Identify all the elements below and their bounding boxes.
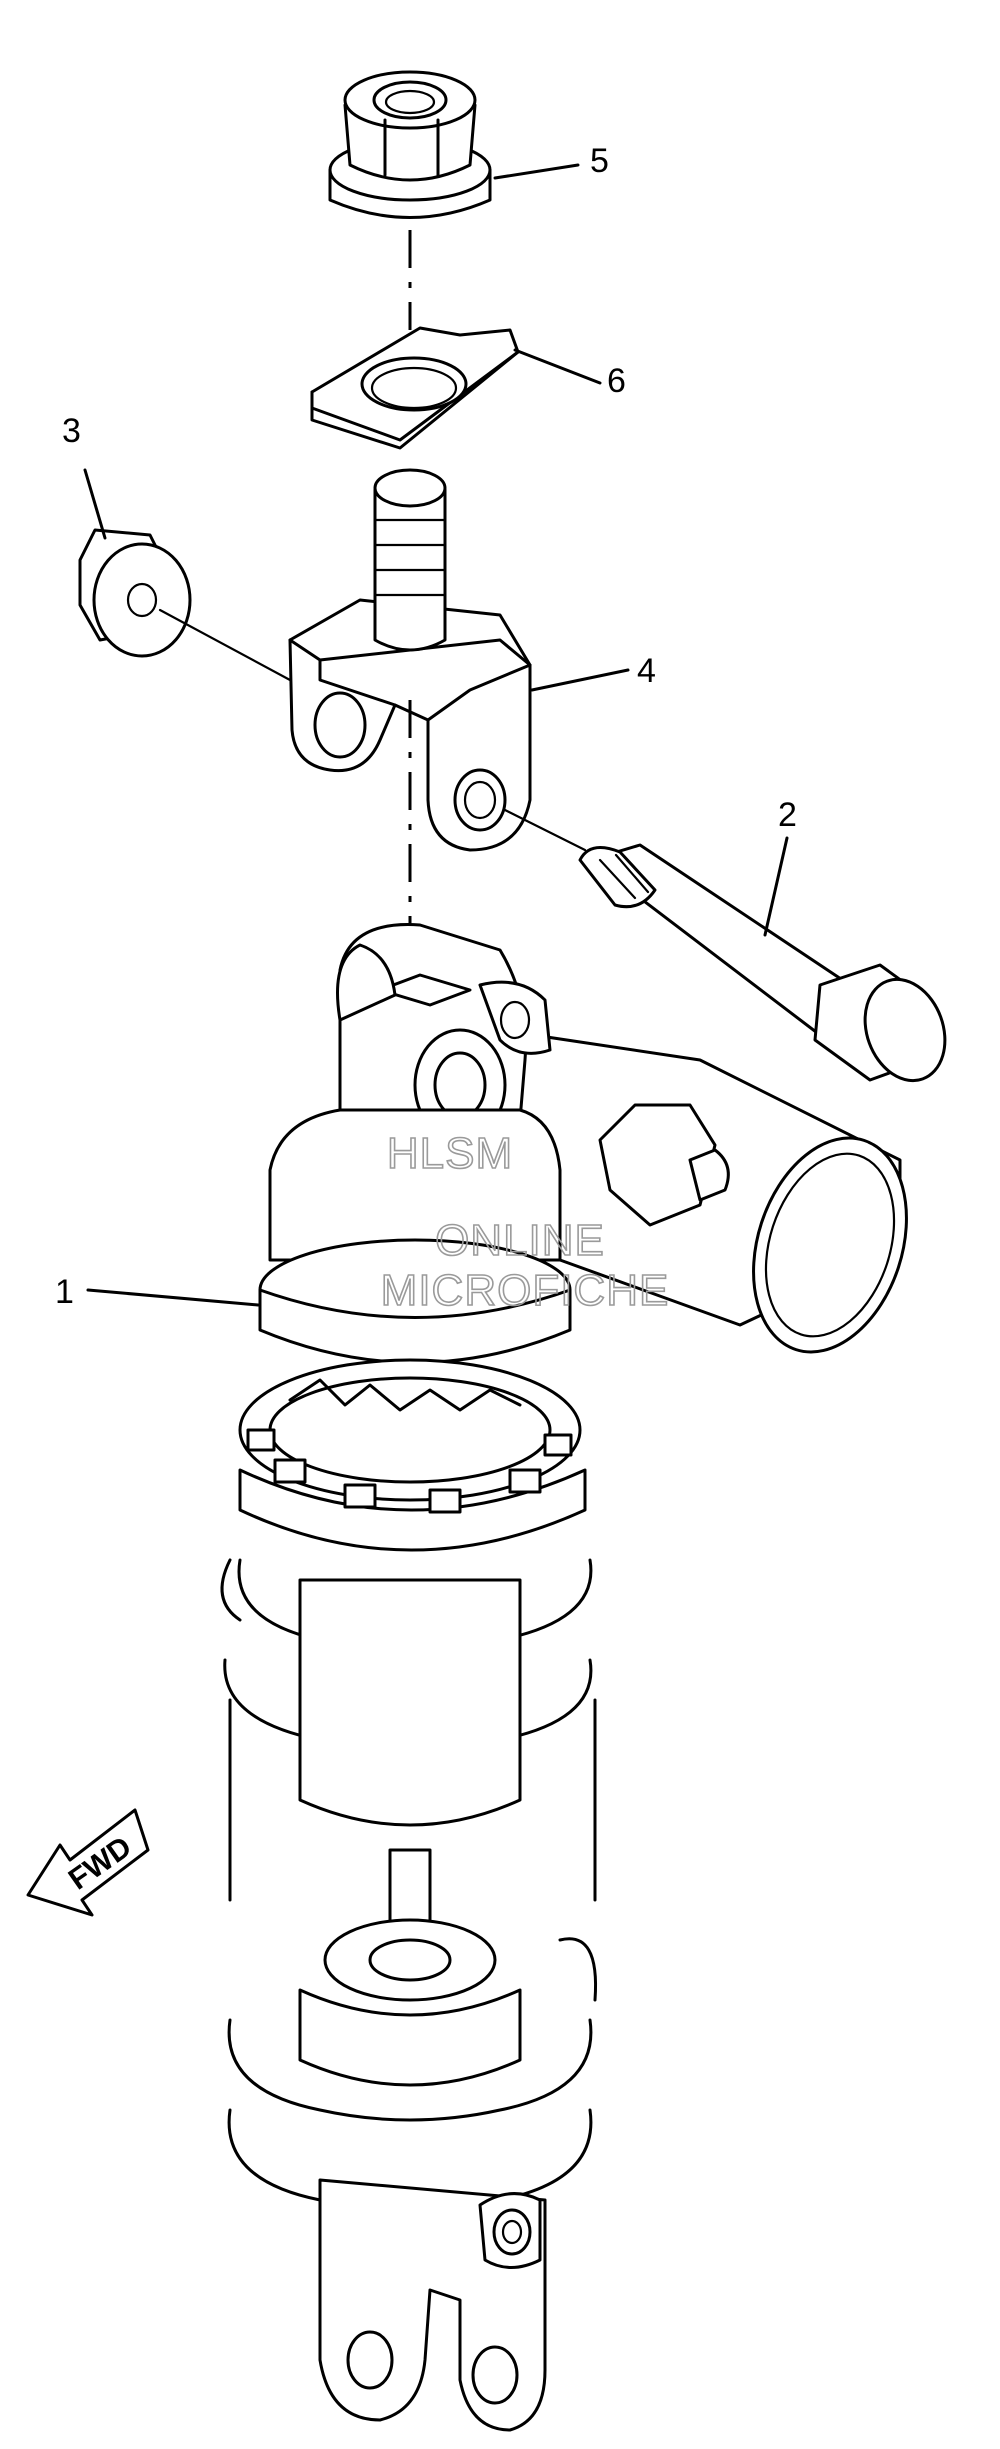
callout-3: 3 — [62, 412, 81, 450]
callout-5: 5 — [590, 142, 609, 180]
axis-line-nut — [158, 608, 292, 682]
part-3-nut — [78, 528, 192, 658]
callout-2: 2 — [778, 796, 797, 834]
watermark-line-2: ONLINE — [435, 1216, 605, 1265]
fwd-direction-arrow: FWD — [26, 1808, 150, 1917]
leader-line-2 — [763, 836, 789, 937]
part-1-shock-absorber — [220, 923, 908, 2432]
leader-line-1 — [86, 1288, 260, 1307]
part-6-washer-plate — [310, 326, 520, 450]
leader-line-6 — [513, 348, 602, 385]
leader-line-5 — [493, 163, 580, 180]
leader-line-4 — [530, 668, 630, 692]
leader-line-3 — [83, 468, 107, 540]
watermark-line-1: HLSM — [387, 1129, 513, 1178]
callout-1: 1 — [55, 1273, 74, 1311]
callout-4: 4 — [637, 652, 656, 690]
axis-line-bolt — [503, 808, 587, 852]
part-4-bracket — [288, 468, 532, 852]
watermark: HLSM ONLINE MICROFICHE — [380, 1128, 670, 1316]
watermark-line-3: MICROFICHE — [381, 1266, 670, 1315]
part-5-flange-nut — [328, 70, 492, 219]
callout-6: 6 — [607, 362, 626, 400]
part-2-bolt — [578, 843, 947, 1083]
